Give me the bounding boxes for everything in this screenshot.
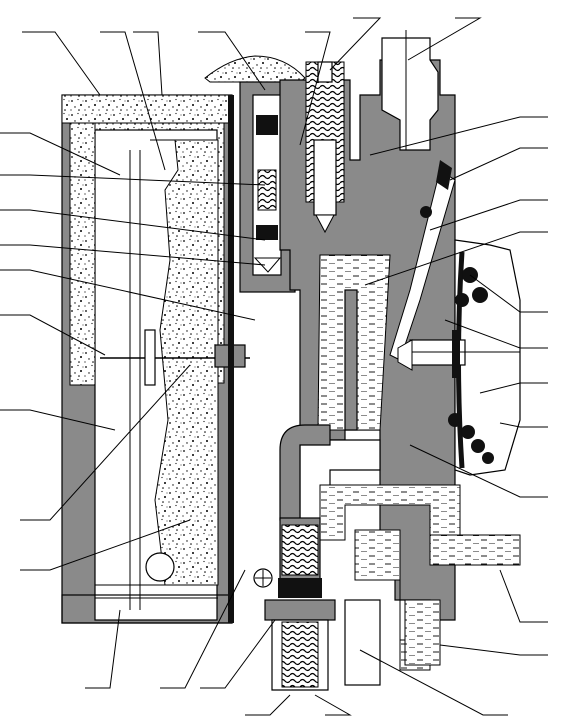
leader-line [314,694,352,716]
lever-clip [436,160,452,190]
leader-line [0,409,116,431]
spring-seat [264,599,336,621]
leader-line [0,314,106,356]
needle-tip [315,214,335,234]
top-inlet-fitting [381,37,439,151]
leader-line [469,274,548,313]
bottom-outlet-pipe [344,599,381,686]
leader-line [20,519,191,571]
needle-top-cap [317,61,333,83]
leader-line [499,569,548,623]
leader-line [299,31,331,146]
lower-liquid-channel [319,484,461,541]
leader-line [22,31,101,96]
insulation-filling [150,139,219,586]
leader-line [329,17,382,71]
diaphragm-bead [472,287,488,303]
diaphragm-assembly [397,239,521,476]
diaphragm-cover [454,239,521,476]
leader-line [198,31,266,91]
diaphragm-bead [448,413,462,427]
bottom-valve-ball [145,552,175,582]
leader-line [200,619,276,689]
leader-line [479,382,548,394]
lower-valve-seal [278,578,322,598]
leader-line [449,147,548,181]
leader-line [160,569,246,689]
diaphragm-bead [471,439,485,453]
lower-valve-assembly [253,517,336,691]
lever-pivot-pin [420,206,432,218]
diaphragm-plate [452,330,460,378]
leader-line [0,174,266,186]
lower-valve-thread [281,524,319,576]
leader-line [0,132,121,176]
leader-line [407,17,482,61]
bottom-outlet-nozzle [404,599,441,666]
valve-seal-lower [256,225,278,240]
leader-line [0,244,266,266]
diaphragm-bead [461,425,475,439]
leader-line [100,31,166,171]
elbow-pipe [279,424,331,521]
leader-line [133,31,163,96]
leader-line [359,649,508,716]
leader-line [409,444,548,498]
side-outlet [429,534,521,566]
shaft-bracket [144,329,156,386]
diaphragm-valve-disc [397,339,413,371]
diaphragm-bead [455,293,469,307]
insulation-left-strip [69,109,96,386]
needle-body [313,139,337,216]
leader-line [444,319,548,349]
leader-line [85,609,121,689]
leader-line [0,209,266,241]
bottom-channel [61,594,233,624]
leader-line [245,694,291,716]
partition-wall [228,95,234,623]
leader-line [499,422,548,428]
float-chamber-tube [344,289,358,431]
drain-passage [354,529,431,671]
mushroom-cap [204,55,306,83]
leader-line [439,644,548,656]
leader-line [0,269,256,321]
valve-seal-upper [256,115,278,135]
leader-line [369,116,548,156]
left-insulated-chamber [61,94,250,624]
leader-line [20,364,191,521]
leader-line [364,231,548,286]
diaphragm-bead [482,452,494,464]
lower-spring [281,621,319,688]
leader-line [429,199,548,231]
valve-spring [257,169,277,211]
callout-leaders [0,17,548,716]
